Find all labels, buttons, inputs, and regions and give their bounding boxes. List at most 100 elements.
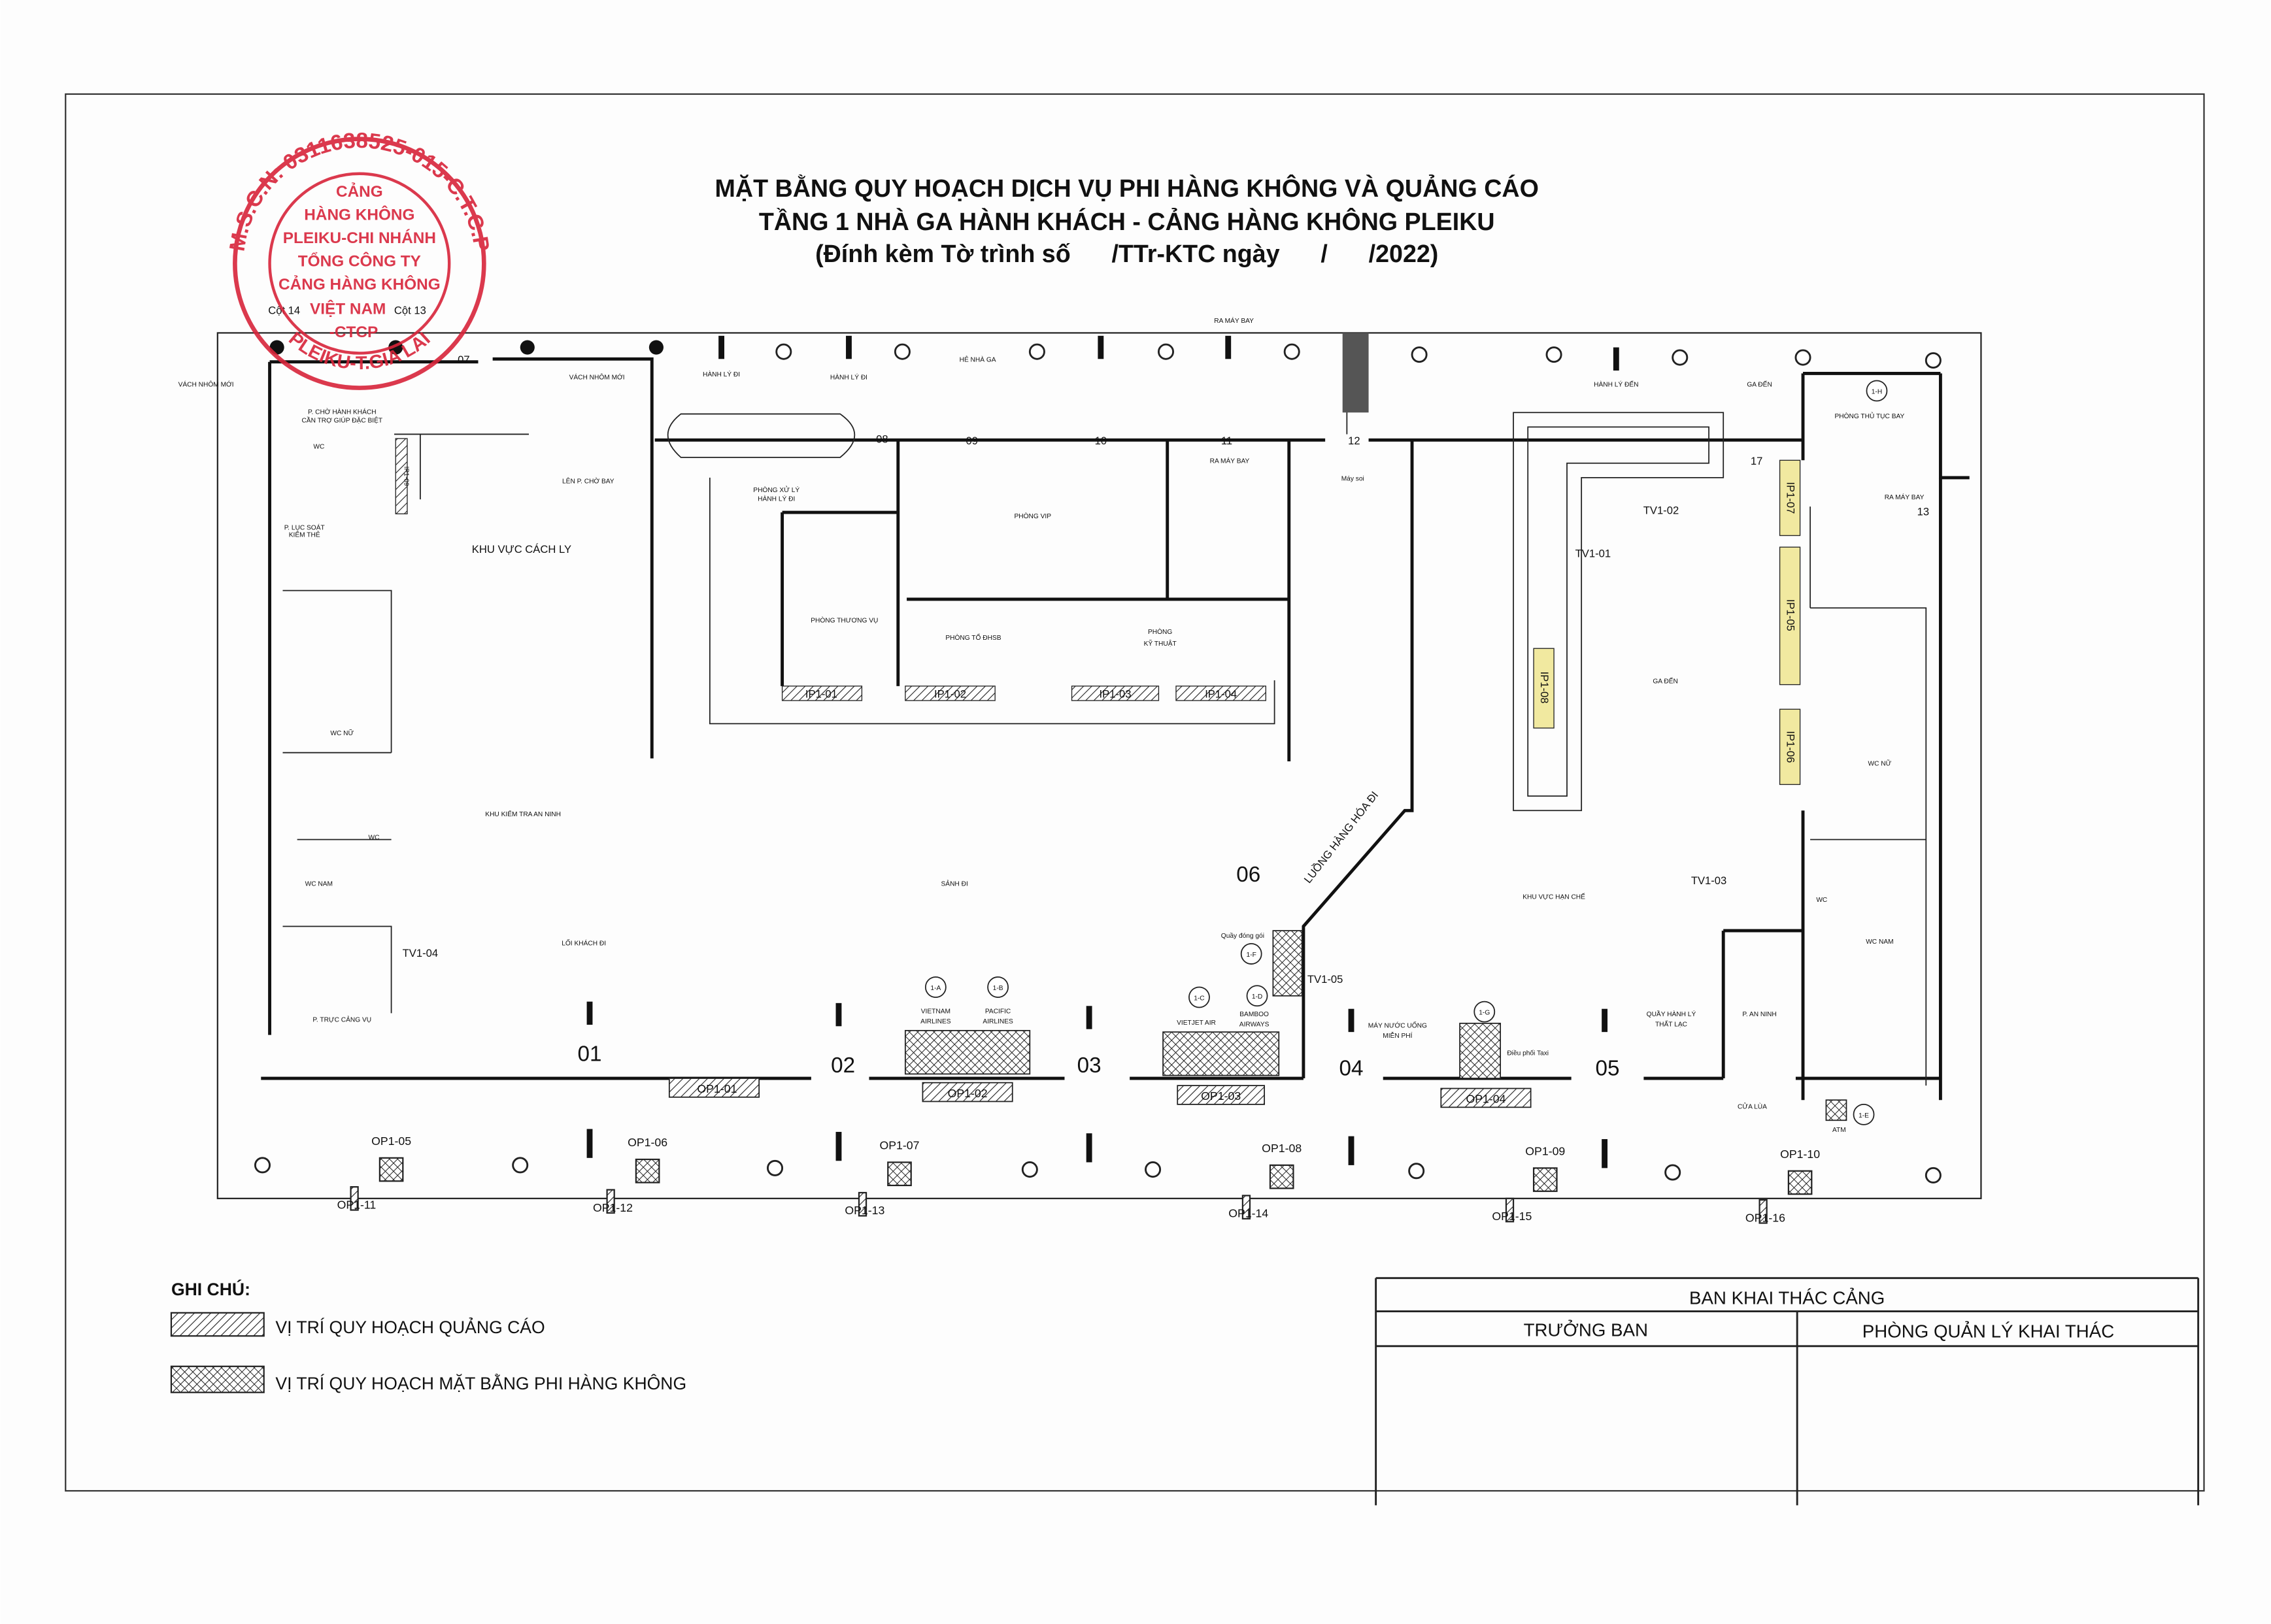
ad-code: OP1-09 (1525, 1144, 1565, 1157)
label: WC NAM (305, 880, 333, 887)
advertising-areas (395, 438, 1801, 1108)
ad-code: IP1-08 (1538, 672, 1551, 704)
label: 01 (578, 1042, 602, 1066)
non-aviation-areas (350, 930, 1847, 1224)
label: Máy soi (1341, 475, 1364, 482)
label: HÀNH LÝ ĐI (830, 373, 867, 381)
ad-code: OP1-13 (845, 1204, 884, 1217)
label: 08 (876, 433, 888, 446)
black-columns (269, 333, 1619, 1168)
label: TV1-05 (1307, 973, 1343, 986)
label: 03 (1077, 1053, 1102, 1078)
label: AIRWAYS (1239, 1021, 1270, 1028)
label: PHÒNG VIP (1014, 512, 1051, 520)
label: P. LỤC SOÁT (284, 523, 325, 532)
label: PHÒNG TỔ ĐHSB (945, 633, 1001, 642)
label: RA MÁY BAY (1210, 457, 1250, 465)
ad-code: IP1-06 (1785, 731, 1797, 763)
label: THẤT LẠC (1655, 1019, 1687, 1028)
label: BAMBOO (1239, 1011, 1269, 1018)
legend-heading: GHI CHÚ: (171, 1280, 250, 1299)
label: PHÒNG THỦ TỤC BAY (1834, 412, 1904, 420)
label: 02 (831, 1053, 855, 1078)
label: VÁCH NHÔM MỚI (569, 373, 625, 381)
label: 09 (966, 435, 977, 447)
seal-line: -CTCP (329, 323, 378, 341)
label: KHU VỰC CÁCH LY (472, 543, 571, 555)
ad-code: OP1-14 (1228, 1207, 1268, 1220)
ad-code: IP1-04 (1205, 688, 1237, 701)
label: PHÒNG (1148, 627, 1172, 636)
label: 17 (1751, 455, 1762, 467)
label: ATM (1832, 1127, 1846, 1134)
service-code-labels: 1-A 1-B 1-C 1-D 1-E 1-F 1-G 1-H (930, 388, 1882, 1119)
ad-code: IP1-02 (934, 688, 966, 701)
legend: GHI CHÚ: VỊ TRÍ QUY HOẠCH QUẢNG CÁO VỊ T… (170, 1280, 686, 1393)
label: 10 (1095, 435, 1107, 447)
non-aviation-swatch (170, 1365, 265, 1393)
ad-code: OP1-11 (337, 1198, 377, 1211)
service-codes (924, 380, 1888, 1125)
seal-line: VIỆT NAM (310, 300, 386, 318)
ad-code: OP1-05 (371, 1135, 411, 1148)
ad-code: IP1-05 (1785, 599, 1797, 631)
label: 05 (1596, 1057, 1620, 1081)
page-border (65, 93, 2205, 1492)
signature-header: BAN KHAI THÁC CẢNG (1689, 1287, 1885, 1308)
label: 11 (1221, 435, 1232, 447)
label: VIETJET AIR (1177, 1019, 1216, 1027)
ad-code: OP1-16 (1745, 1211, 1785, 1224)
ad-code: OP1-06 (628, 1136, 667, 1149)
code-label: 1-B (993, 985, 1003, 992)
signature-col-2: PHÒNG QUẢN LÝ KHAI THÁC (1862, 1320, 2114, 1341)
label: CỬA LÙA (1738, 1102, 1767, 1111)
label: TV1-02 (1643, 504, 1679, 516)
label: WC (313, 444, 324, 451)
label: P. AN NINH (1742, 1011, 1776, 1018)
label: KHU VỰC HẠN CHẾ (1522, 892, 1585, 901)
legend-item: VỊ TRÍ QUY HOẠCH MẶT BẰNG PHI HÀNG KHÔNG (275, 1374, 686, 1393)
code-label: 1-D (1252, 993, 1262, 1001)
label: AIRLINES (920, 1018, 951, 1025)
code-label: 1-G (1479, 1010, 1490, 1017)
label: HẺ NHÀ GA (960, 356, 996, 364)
label: HÀNH LÝ ĐI (758, 494, 795, 503)
label: 13 (1917, 505, 1929, 518)
ad-code: IP1-01 (805, 688, 837, 701)
ad-code: OP1-03 (1201, 1089, 1241, 1102)
label: Cột 13 (394, 305, 426, 317)
label: KỸ THUẬT (1144, 639, 1177, 648)
code-label: 1-A (930, 985, 941, 992)
label: AIRLINES (983, 1018, 1013, 1025)
label: RA MÁY BAY (1885, 493, 1925, 501)
label: P. TRỰC CẢNG VỤ (312, 1016, 371, 1024)
seal-line: TỔNG CÔNG TY (298, 252, 421, 271)
label: 06 (1236, 863, 1260, 887)
seal-line: PLEIKU-CHI NHÁNH (283, 229, 436, 247)
label: MIỄN PHÍ (1383, 1031, 1412, 1040)
label: 04 (1339, 1057, 1364, 1081)
title-line-2: TẦNG 1 NHÀ GA HÀNH KHÁCH - CẢNG HÀNG KHÔ… (759, 208, 1495, 235)
label: CẦN TRỢ GIÚP ĐẶC BIỆT (301, 416, 382, 425)
label: 12 (1348, 435, 1360, 447)
label: KIỂM THẺ (289, 531, 320, 539)
label: PACIFIC (985, 1008, 1011, 1015)
label: LÊN P. CHỜ BAY (562, 477, 614, 486)
label: PHÒNG THƯƠNG VỤ (811, 616, 878, 624)
legend-item: VỊ TRÍ QUY HOẠCH QUẢNG CÁO (275, 1317, 545, 1337)
label: WC (369, 835, 380, 842)
label: HÀNH LÝ ĐI (703, 370, 740, 378)
label: WC NAM (1866, 938, 1893, 946)
label: MÁY NƯỚC UỐNG (1368, 1021, 1427, 1030)
code-label: 1-F (1247, 952, 1256, 959)
code-label: 1-E (1859, 1112, 1869, 1119)
label: Quầy đóng gói (1221, 932, 1264, 940)
ad-code: OP1-15 (1492, 1210, 1532, 1223)
columns (254, 343, 1942, 1184)
label: P. CHỜ HÀNH KHÁCH (308, 407, 377, 416)
label: RA MÁY BAY (1214, 316, 1254, 325)
advertising-codes: OP1-01 OP1-02 OP1-03 OP1-04 IP1-01 IP1-0… (337, 467, 1821, 1225)
label: SẢNH ĐI (941, 879, 968, 887)
label: QUẦY HÀNH LÝ (1647, 1010, 1696, 1018)
